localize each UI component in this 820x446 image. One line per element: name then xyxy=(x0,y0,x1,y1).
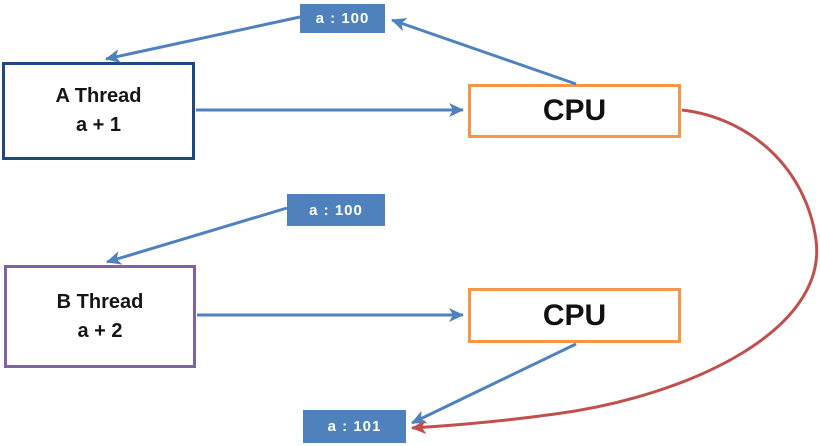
memory-value-box-middle: a : 100 xyxy=(287,194,385,226)
cpu-top-box: CPU xyxy=(468,84,681,138)
arrow-cpu-top-to-memory-result-red-curve xyxy=(411,108,819,435)
thread-b-operation: a + 2 xyxy=(77,319,123,342)
thread-a-title: A Thread xyxy=(55,85,142,107)
thread-a-operation: a + 1 xyxy=(75,114,122,136)
arrow-memory-top-to-thread-a xyxy=(105,15,301,63)
thread-b-title: B Thread xyxy=(56,290,144,313)
arrow-cpu-bottom-to-memory-result xyxy=(411,342,577,425)
arrow-cpu-top-to-memory-top xyxy=(391,17,577,86)
memory-value-box-top: a : 100 xyxy=(300,4,385,33)
thread-a-box: A Thread a + 1 xyxy=(2,62,195,160)
thread-b-box: B Thread a + 2 xyxy=(4,265,196,368)
cpu-bottom-box: CPU xyxy=(468,288,681,343)
memory-value-box-result: a : 101 xyxy=(303,410,406,443)
arrow-memory-middle-to-thread-b xyxy=(106,206,288,265)
